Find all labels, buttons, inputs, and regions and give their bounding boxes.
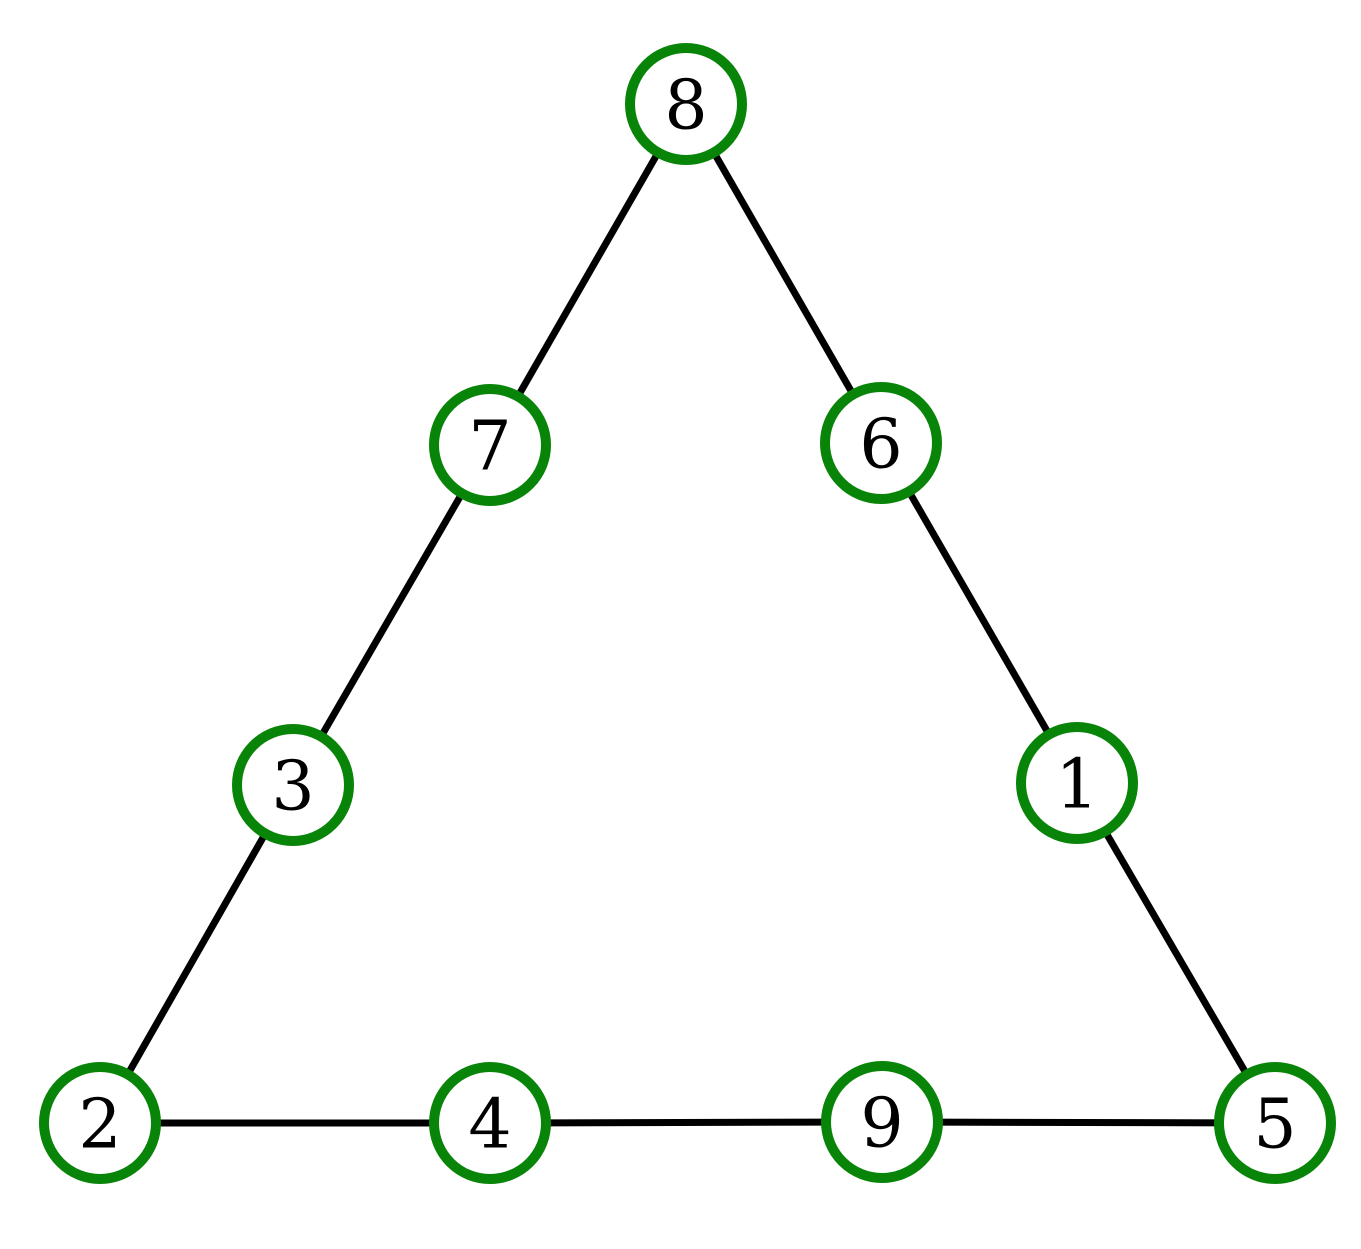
edge-1-5: [1073, 781, 1279, 1125]
node-2: 2: [39, 1062, 161, 1184]
node-circle-4: [429, 1062, 551, 1184]
nodes-layer: 8 7 6 3 1 2 4 9 5: [39, 43, 1336, 1184]
node-label-1: 1: [1055, 745, 1098, 824]
node-1: 1: [1016, 722, 1138, 844]
edge-6-1: [877, 441, 1081, 785]
node-label-8: 8: [664, 66, 707, 145]
edge-4-9: [489, 1118, 883, 1127]
edge-8-6: [682, 102, 885, 445]
node-label-7: 7: [468, 407, 511, 486]
node-3: 3: [232, 724, 354, 846]
node-label-4: 4: [468, 1085, 511, 1164]
node-label-2: 2: [78, 1085, 121, 1164]
node-8: 8: [625, 43, 747, 165]
node-circle-7: [429, 384, 551, 506]
node-label-9: 9: [860, 1084, 903, 1163]
edge-8-7: [486, 102, 690, 447]
node-9: 9: [821, 1061, 943, 1183]
node-circle-5: [1214, 1062, 1336, 1184]
edge-9-5: [881, 1118, 1276, 1127]
node-circle-1: [1016, 722, 1138, 844]
node-circle-9: [821, 1061, 943, 1183]
edge-3-2: [96, 783, 297, 1125]
edges-layer: [96, 102, 1279, 1127]
node-label-5: 5: [1253, 1085, 1296, 1164]
node-circle-2: [39, 1062, 161, 1184]
node-circle-3: [232, 724, 354, 846]
node-5: 5: [1214, 1062, 1336, 1184]
node-4: 4: [429, 1062, 551, 1184]
node-7: 7: [429, 384, 551, 506]
edge-7-3: [289, 443, 494, 787]
node-circle-8: [625, 43, 747, 165]
node-label-3: 3: [271, 747, 314, 826]
node-label-6: 6: [859, 405, 902, 484]
node-6: 6: [820, 382, 942, 504]
node-circle-6: [820, 382, 942, 504]
